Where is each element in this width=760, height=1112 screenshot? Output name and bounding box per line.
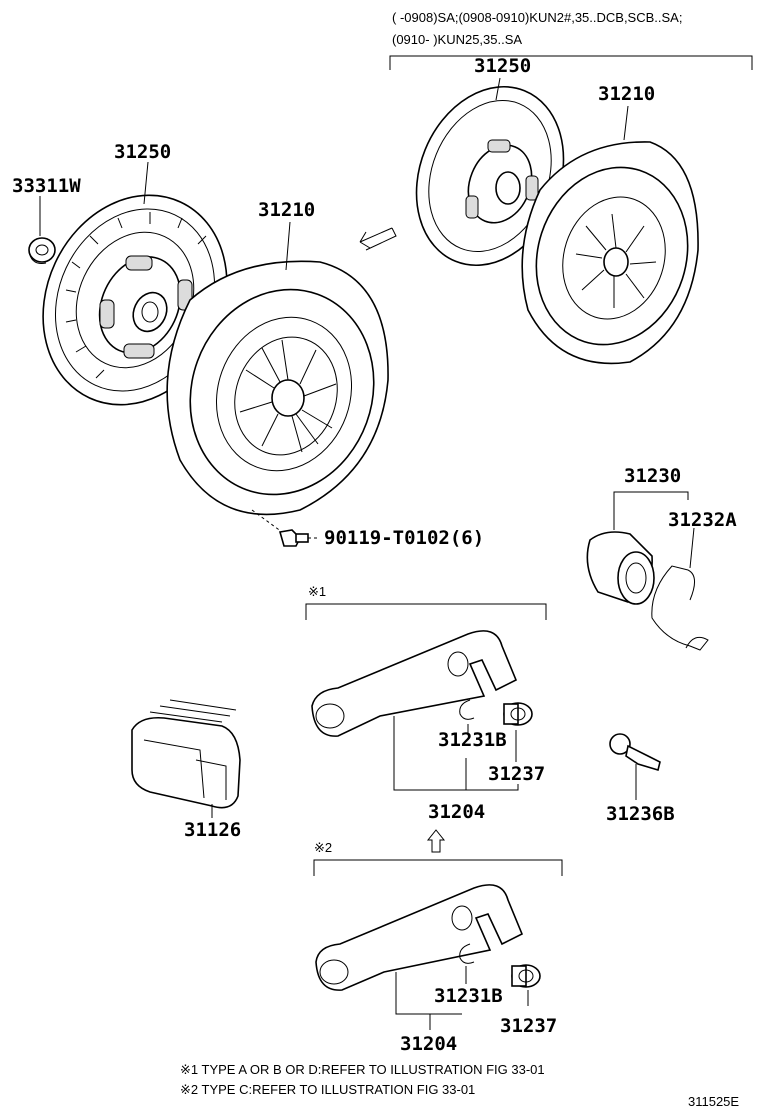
label-31204-lower: 31204 <box>400 1033 457 1055</box>
group-mark-1: ※1 <box>308 584 326 599</box>
label-31231b-lower: 31231B <box>434 985 503 1007</box>
leader-31210-right <box>623 105 629 141</box>
label-90119: 90119-T0102(6) <box>324 527 484 549</box>
pilot-bearing-33311w[interactable] <box>28 237 56 264</box>
bracket-31204-lower <box>395 972 462 1015</box>
release-fork-31204-upper[interactable] <box>311 630 518 737</box>
bracket-31204-upper <box>393 716 519 791</box>
label-31237-upper: 31237 <box>488 763 545 785</box>
figure-id: 311525E <box>688 1094 739 1109</box>
bracket-31230 <box>613 491 689 530</box>
bushing-31237-lower[interactable] <box>511 964 541 988</box>
top-note-line2: (0910- )KUN25,35..SA <box>392 32 522 47</box>
footnote-1: ※1 TYPE A OR B OR D:REFER TO ILLUSTRATIO… <box>180 1062 545 1077</box>
label-31231b-upper: 31231B <box>438 729 507 751</box>
up-arrow-icon <box>426 829 446 853</box>
label-31237-lower: 31237 <box>500 1015 557 1037</box>
label-31210-right: 31210 <box>598 83 655 105</box>
group-mark-2: ※2 <box>314 840 332 855</box>
clutch-cover-31210-right[interactable] <box>514 141 710 365</box>
group-bracket-1 <box>305 603 547 620</box>
retainer-clip-31231b-upper[interactable] <box>459 699 475 720</box>
top-note-line1: ( -0908)SA;(0908-0910)KUN2#,35..DCB,SCB.… <box>392 10 682 25</box>
clip-31232a[interactable] <box>651 565 709 651</box>
label-31232a: 31232A <box>668 509 737 531</box>
label-31236b: 31236B <box>606 803 675 825</box>
label-31250-left: 31250 <box>114 141 171 163</box>
release-boot-31126[interactable] <box>131 699 241 809</box>
bolt-90119-t0102[interactable] <box>278 529 309 547</box>
top-group-bracket <box>389 55 753 70</box>
leader-31250-right <box>495 77 501 101</box>
label-33311w: 33311W <box>12 175 81 197</box>
clutch-disc-31250-right[interactable] <box>391 64 590 287</box>
leader-31210-left <box>285 221 291 271</box>
label-31250-right: 31250 <box>474 55 531 77</box>
footnote-2: ※2 TYPE C:REFER TO ILLUSTRATION FIG 33-0… <box>180 1082 475 1097</box>
pivot-31236b[interactable] <box>609 733 661 772</box>
label-31204-upper: 31204 <box>428 801 485 823</box>
bushing-31237-upper[interactable] <box>503 702 533 726</box>
arrow-to-left-assembly <box>359 227 397 251</box>
release-fork-31204-lower[interactable] <box>315 884 524 991</box>
label-31210-left: 31210 <box>258 199 315 221</box>
group-bracket-2 <box>313 859 563 876</box>
leader-31232a <box>689 527 695 569</box>
release-bearing-31230[interactable] <box>586 531 655 605</box>
leader-90119 <box>251 509 320 539</box>
label-31126: 31126 <box>184 819 241 841</box>
label-31230: 31230 <box>624 465 681 487</box>
leader-31250-left <box>143 161 149 205</box>
clutch-cover-31210-left[interactable] <box>162 260 402 520</box>
retainer-clip-31231b-lower[interactable] <box>459 943 475 964</box>
